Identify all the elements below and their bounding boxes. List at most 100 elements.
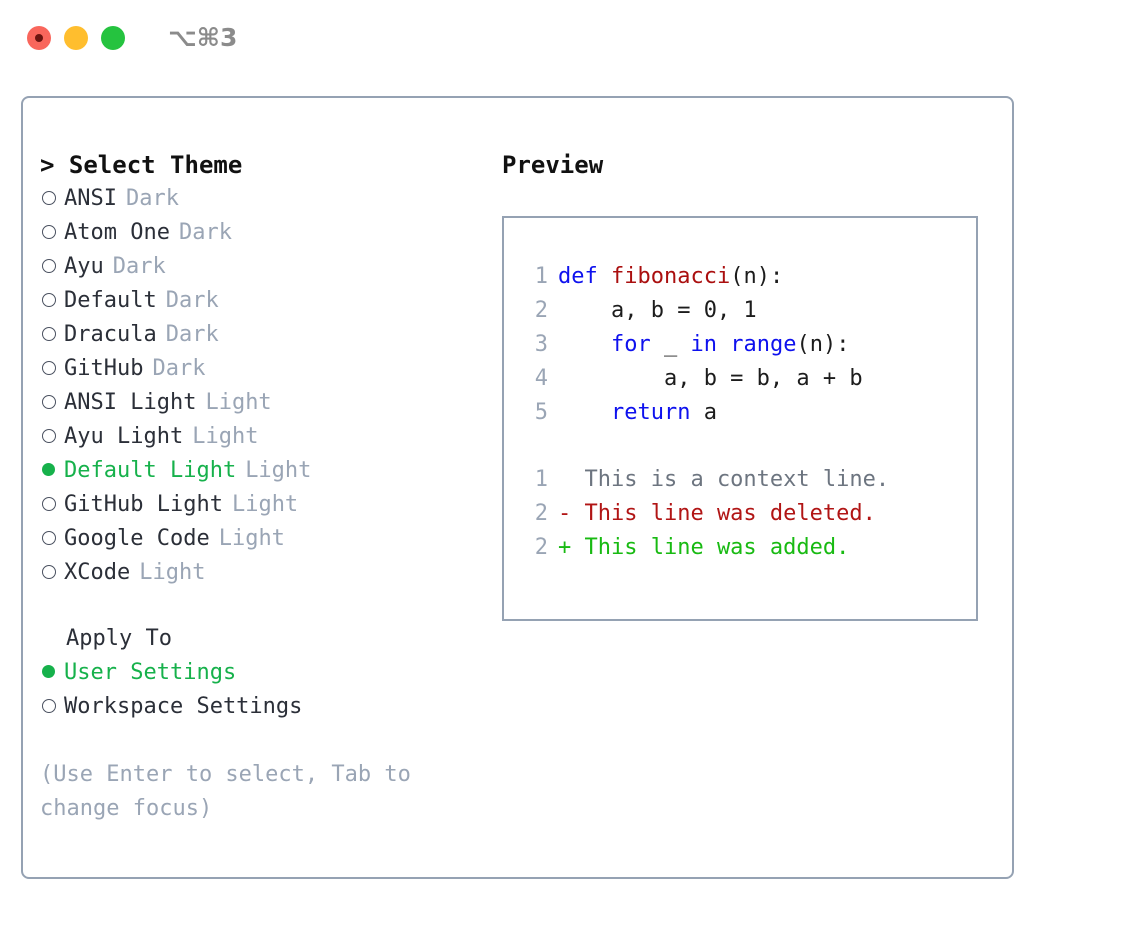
close-window-button[interactable] xyxy=(27,26,51,50)
theme-option-2[interactable]: Ayu Dark xyxy=(40,250,490,284)
keyboard-shortcut-label: ⌥⌘3 xyxy=(168,23,238,52)
theme-option-label: Ayu xyxy=(64,254,104,279)
radio-dot xyxy=(42,293,56,307)
code-token: _ xyxy=(650,332,691,357)
radio-dot xyxy=(42,665,55,678)
theme-option-6[interactable]: ANSI Light Light xyxy=(40,386,490,420)
theme-option-label: Ayu Light xyxy=(64,424,184,449)
theme-option-10[interactable]: Google Code Light xyxy=(40,522,490,556)
traffic-lights xyxy=(27,26,125,50)
theme-option-label: Dracula xyxy=(64,322,157,347)
radio-dot xyxy=(42,565,56,579)
keyboard-hint-text: (Use Enter to select, Tab to change focu… xyxy=(40,762,411,821)
theme-option-label: GitHub xyxy=(64,356,144,381)
minimize-window-button[interactable] xyxy=(64,26,88,50)
radio-dot xyxy=(42,395,56,409)
radio-dot xyxy=(42,463,55,476)
theme-option-label: ANSI Light xyxy=(64,390,197,415)
select-theme-heading: > Select Theme xyxy=(40,151,243,179)
code-content: a, b = 0, 1 xyxy=(558,294,757,328)
theme-option-11[interactable]: XCode Light xyxy=(40,556,490,590)
theme-option-label: Google Code xyxy=(64,526,210,551)
radio-dot xyxy=(42,497,56,511)
code-token xyxy=(558,332,611,357)
theme-option-8[interactable]: Default Light Light xyxy=(40,454,490,488)
line-number: 4 xyxy=(534,366,548,391)
radio-dot xyxy=(42,327,56,341)
code-token: return xyxy=(610,400,691,425)
line-number: 2 xyxy=(534,501,548,526)
radio-dot xyxy=(42,429,56,443)
diff-line-added: 2 + This line was added. xyxy=(518,531,968,565)
code-content: def fibonacci(n): xyxy=(558,260,783,294)
code-token xyxy=(598,264,611,289)
theme-option-suffix: Light xyxy=(205,390,272,415)
line-number: 3 xyxy=(534,332,548,357)
code-token xyxy=(717,332,730,357)
apply-option-0[interactable]: User Settings xyxy=(40,656,490,690)
theme-option-suffix: Light xyxy=(245,458,312,483)
theme-option-suffix: Light xyxy=(139,560,206,585)
theme-option-label: Default Light xyxy=(64,458,237,483)
maximize-window-button[interactable] xyxy=(101,26,125,50)
apply-option-1[interactable]: Workspace Settings xyxy=(40,690,490,724)
radio-dot xyxy=(42,361,56,375)
code-token: range xyxy=(730,332,797,357)
code-token: (n): xyxy=(730,264,784,289)
diff-content: - This line was deleted. xyxy=(558,501,876,526)
code-token: def xyxy=(558,264,598,289)
code-line: 2 a, b = 0, 1 xyxy=(518,294,968,328)
window-titlebar: ⌥⌘3 xyxy=(0,0,1140,78)
code-token: in xyxy=(690,332,717,357)
theme-option-label: Atom One xyxy=(64,220,170,245)
theme-option-suffix: Light xyxy=(218,526,285,551)
theme-option-label: ANSI xyxy=(64,186,117,211)
theme-option-suffix: Light xyxy=(192,424,259,449)
code-line: 1 def fibonacci(n): xyxy=(518,260,968,294)
theme-option-label: XCode xyxy=(64,560,131,585)
code-token: a, b = b, a + b xyxy=(558,366,863,391)
theme-option-0[interactable]: ANSI Dark xyxy=(40,182,490,216)
theme-option-suffix: Dark xyxy=(152,356,206,381)
line-number: 2 xyxy=(534,298,548,323)
apply-option-label: Workspace Settings xyxy=(64,694,303,719)
diff-content: This is a context line. xyxy=(558,467,890,492)
code-token: a, b = 0, 1 xyxy=(558,298,757,323)
theme-option-7[interactable]: Ayu Light Light xyxy=(40,420,490,454)
diff-line-context: 1 This is a context line. xyxy=(518,463,968,497)
diff-line-removed: 2 - This line was deleted. xyxy=(518,497,968,531)
code-content: return a xyxy=(558,396,717,430)
line-number: 1 xyxy=(534,467,548,492)
code-token xyxy=(558,400,611,425)
code-token: fibonacci xyxy=(611,264,731,289)
code-line: 3 for _ in range(n): xyxy=(518,328,968,362)
preview-heading: Preview xyxy=(502,151,604,179)
apply-to-heading: Apply To xyxy=(66,626,172,651)
diff-content: + This line was added. xyxy=(558,535,850,560)
code-line: 5 return a xyxy=(518,396,968,430)
apply-option-label: User Settings xyxy=(64,660,237,685)
theme-option-suffix: Dark xyxy=(125,186,179,211)
radio-dot xyxy=(42,191,56,205)
radio-dot xyxy=(42,259,56,273)
code-token: for xyxy=(610,332,651,357)
line-number: 2 xyxy=(534,535,548,560)
theme-option-5[interactable]: GitHub Dark xyxy=(40,352,490,386)
line-number: 1 xyxy=(534,264,548,289)
radio-dot xyxy=(42,699,56,713)
theme-option-suffix: Dark xyxy=(165,288,219,313)
code-content: for _ in range(n): xyxy=(558,328,849,362)
diff-sample: 1 This is a context line. 2 - This line wa… xyxy=(518,463,968,565)
line-number: 5 xyxy=(534,400,548,425)
theme-option-suffix: Dark xyxy=(112,254,166,279)
